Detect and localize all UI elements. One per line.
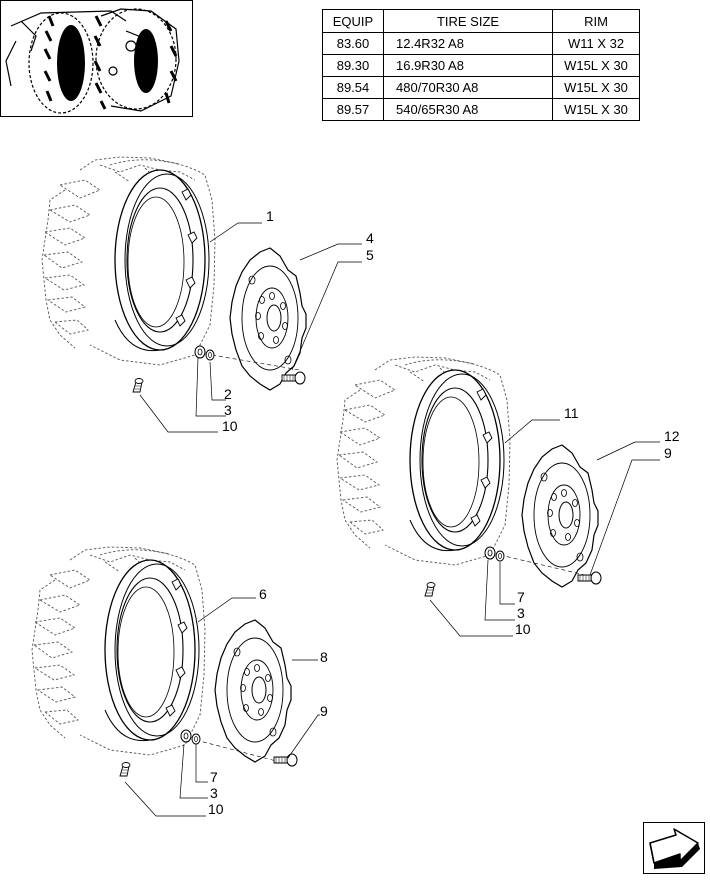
callout-2: 2: [224, 386, 232, 402]
callout-8: 8: [320, 649, 328, 665]
cell-rim: W11 X 32: [552, 32, 640, 55]
cell-tire: 540/65R30 A8: [383, 98, 553, 121]
tire-rim-a: [41, 156, 216, 366]
callout-9: 9: [664, 445, 672, 461]
callout-3: 3: [224, 402, 232, 418]
callout-9: 9: [320, 703, 328, 719]
center-disc-a: [229, 247, 307, 391]
callout-11: 11: [564, 405, 579, 421]
cell-equip: 89.54: [322, 76, 384, 99]
wheel-assembly-a: 1 4 5 2 3 10: [41, 156, 374, 434]
cell-rim: W15L X 30: [552, 98, 640, 121]
tire-rim-c: [31, 546, 206, 756]
callout-7: 7: [517, 589, 525, 605]
bolt-b: [577, 571, 602, 585]
cell-equip: 89.57: [322, 98, 384, 121]
table-header-row: EQUIP TIRE SIZE RIM: [322, 9, 640, 33]
tractor-rear-wheel-thumbnail-icon: [5, 8, 180, 114]
valve-a: [132, 378, 144, 393]
cell-tire: 480/70R30 A8: [383, 76, 553, 99]
callout-10: 10: [222, 418, 238, 434]
column-header-rim: RIM: [552, 9, 640, 33]
cell-equip: 83.60: [322, 32, 384, 55]
wheel-assembly-b: 11 12 9 7 3 10: [336, 356, 680, 637]
nut-washer-c: [180, 729, 201, 745]
callout-1: 1: [266, 208, 274, 224]
table-row: 83.60 12.4R32 A8 W11 X 32: [322, 32, 640, 55]
callout-3: 3: [210, 785, 218, 801]
callout-6: 6: [259, 586, 267, 602]
nut-washer-a: [194, 345, 215, 361]
callout-4: 4: [366, 230, 374, 246]
center-disc-c: [214, 619, 292, 763]
callout-3: 3: [517, 605, 525, 621]
valve-c: [119, 762, 131, 777]
callout-7: 7: [210, 769, 218, 785]
nut-washer-b: [484, 546, 505, 562]
valve-b: [424, 582, 436, 597]
tractor-wheel-thumbnail: [0, 0, 193, 117]
column-header-equip: EQUIP: [322, 9, 384, 33]
table-row: 89.54 480/70R30 A8 W15L X 30: [322, 76, 640, 99]
cell-rim: W15L X 30: [552, 76, 640, 99]
wheel-assembly-c: 6 8 9 7 3 10: [31, 546, 328, 817]
table-row: 89.57 540/65R30 A8 W15L X 30: [322, 98, 640, 121]
next-page-arrow-icon: [649, 828, 700, 869]
callout-5: 5: [366, 247, 374, 263]
callout-10: 10: [208, 801, 224, 817]
callout-12: 12: [664, 428, 680, 444]
tire-rim-table: EQUIP TIRE SIZE RIM 83.60 12.4R32 A8 W11…: [322, 9, 640, 121]
next-page-button[interactable]: [643, 822, 705, 874]
callout-10: 10: [515, 621, 531, 637]
bolt-c: [273, 753, 298, 767]
tire-rim-b: [336, 356, 511, 566]
center-disc-b: [521, 444, 599, 588]
